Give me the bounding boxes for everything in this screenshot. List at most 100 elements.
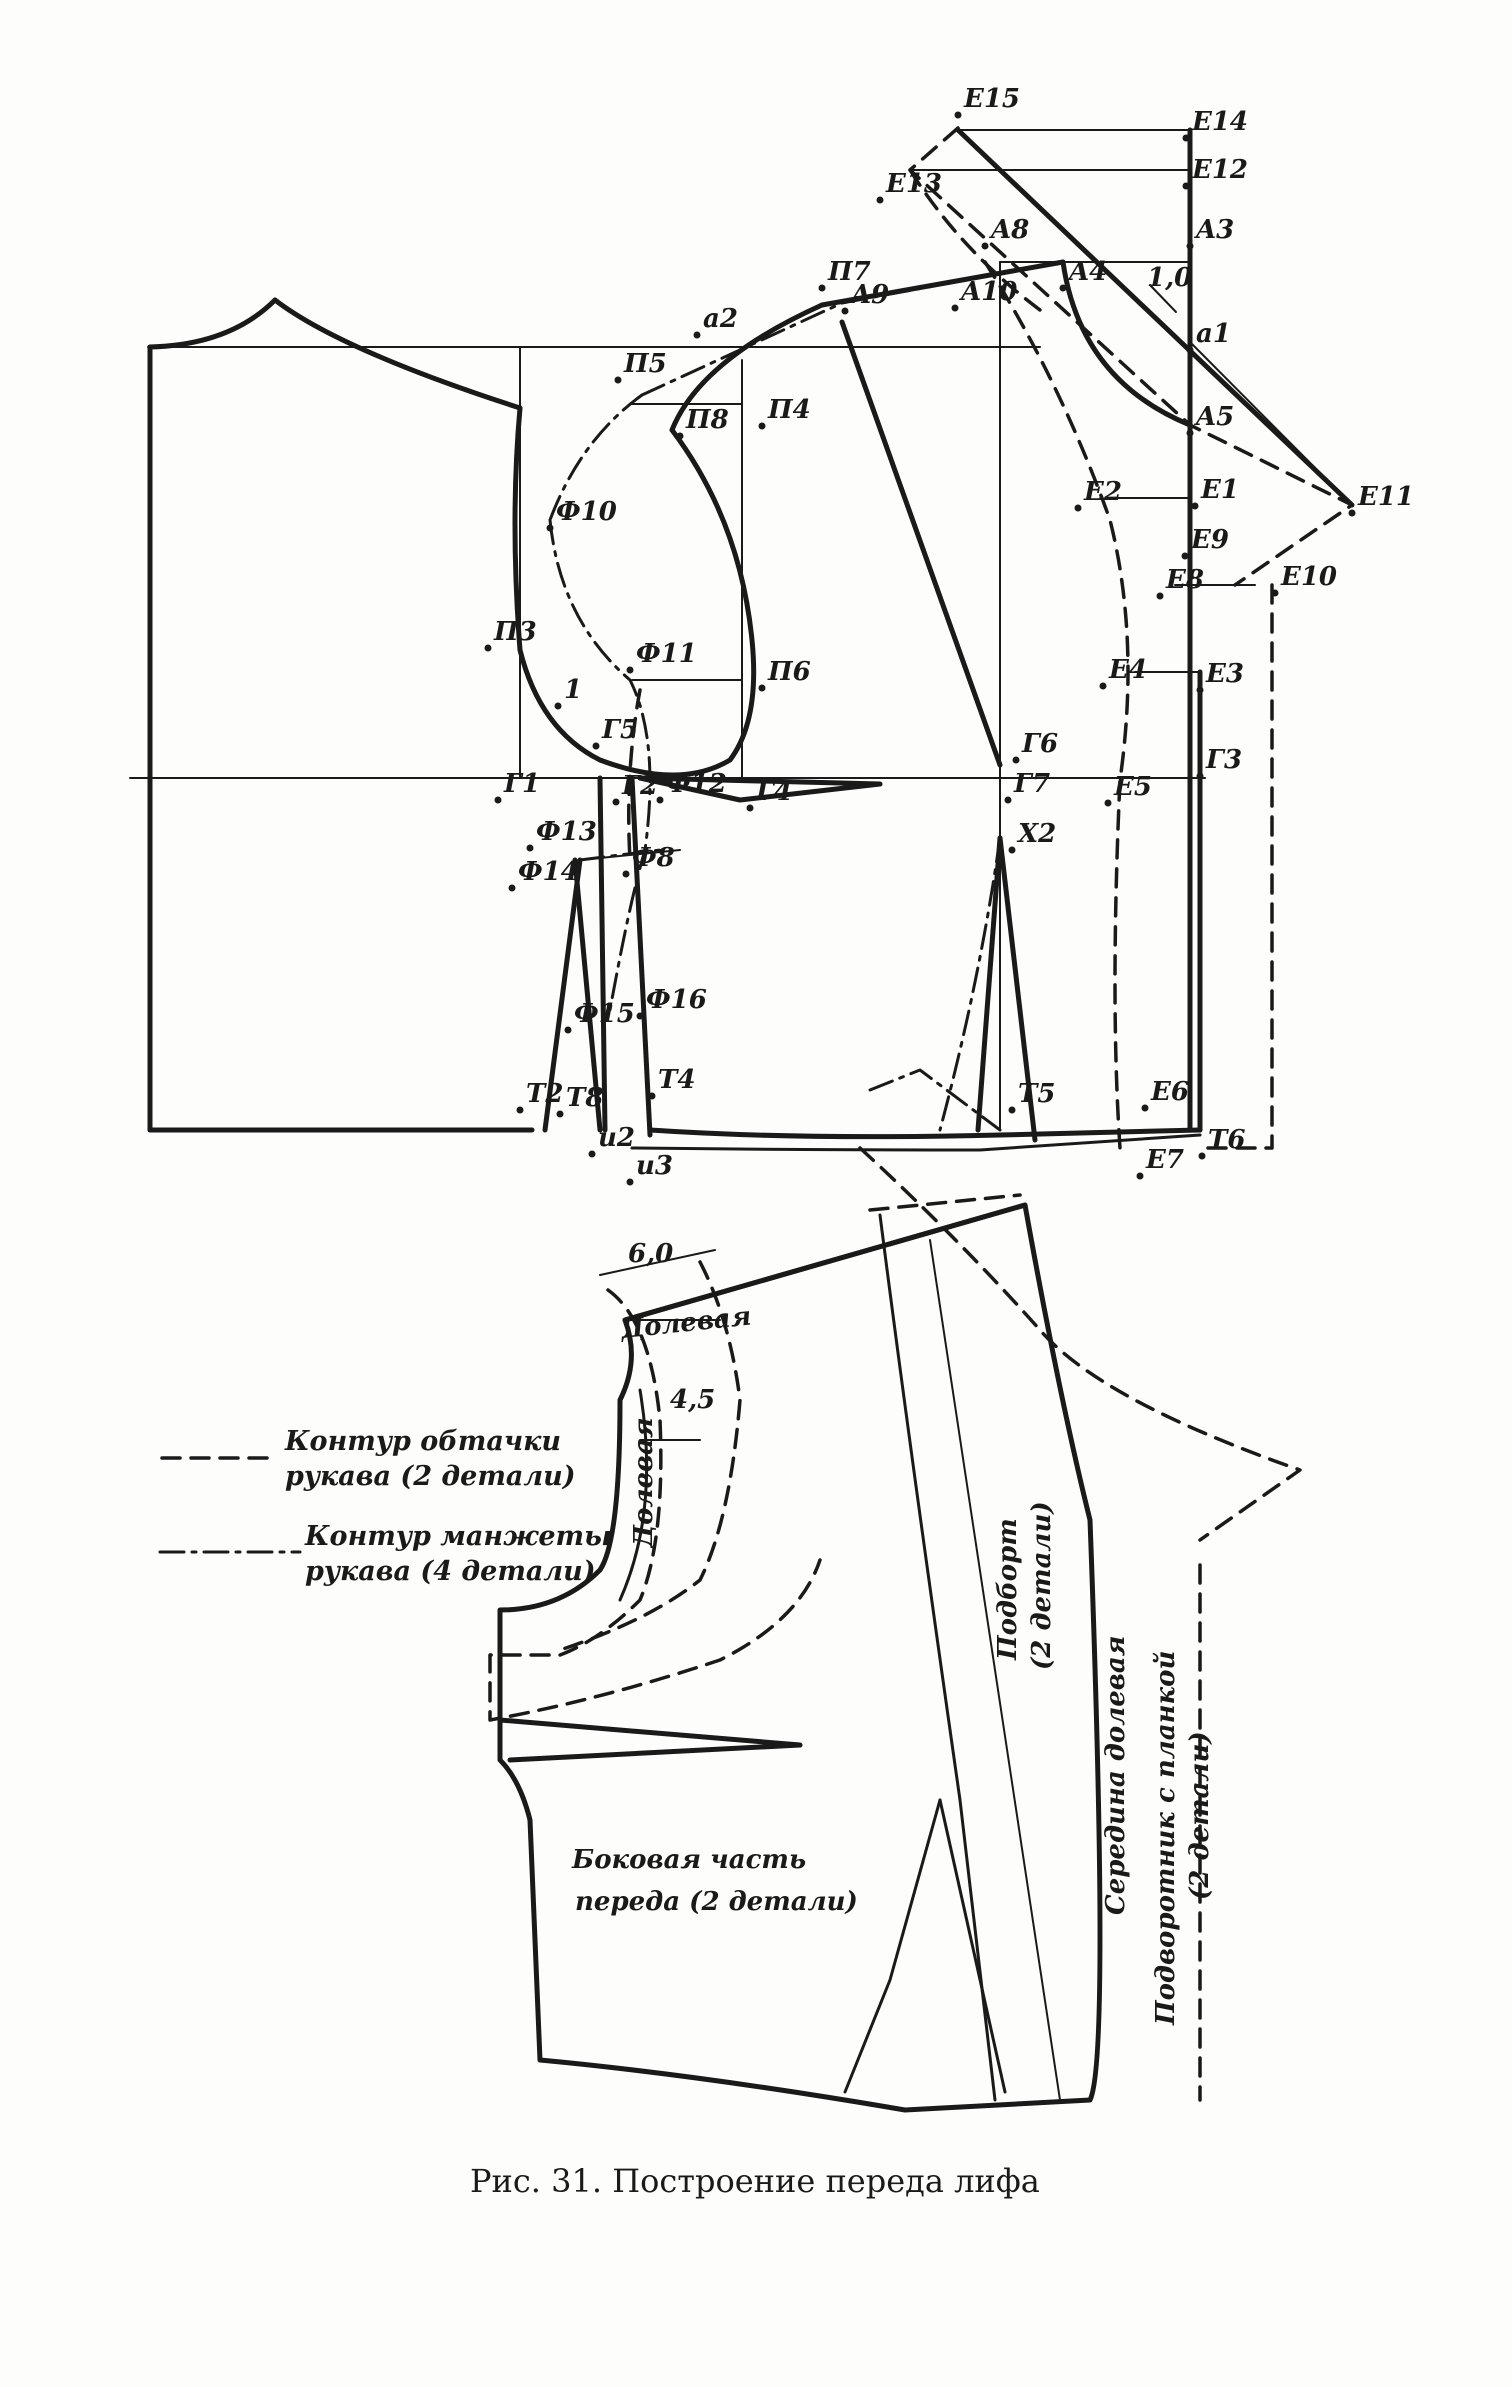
piece-label: Подворотник с планкой	[1151, 1651, 1181, 2026]
point-label: Г4	[755, 777, 792, 807]
construction-point	[554, 702, 562, 710]
lapel-construction	[908, 126, 1355, 1150]
point-label: T4	[658, 1065, 695, 1095]
construction-point	[1141, 1104, 1149, 1112]
construction-point	[746, 804, 754, 812]
point-label: u2	[598, 1123, 635, 1153]
point-label: E15	[963, 84, 1020, 114]
point-label: Г6	[1021, 729, 1058, 759]
construction-point	[693, 331, 701, 339]
point-label: Ф8	[632, 843, 675, 873]
dimension-label: 6,0	[628, 1239, 673, 1269]
construction-point	[622, 870, 630, 878]
point-label: a1	[1196, 319, 1231, 349]
point-label: Ф13	[536, 817, 597, 847]
point-label: A4	[1066, 257, 1107, 287]
legend-cuff-line2: рукава (4 детали)	[305, 1556, 596, 1587]
construction-point	[1182, 134, 1190, 142]
construction-point	[1196, 686, 1204, 694]
piece-label: Подборт	[993, 1518, 1023, 1661]
construction-point	[1008, 846, 1016, 854]
construction-point	[1271, 589, 1279, 597]
construction-point	[556, 1110, 564, 1118]
construction-point	[588, 1150, 596, 1158]
construction-point	[876, 196, 884, 204]
point-label: E13	[885, 169, 942, 199]
construction-point	[1186, 242, 1194, 250]
construction-point	[1059, 284, 1067, 292]
facing-contours	[627, 168, 1302, 1542]
piece-label: (2 детали)	[1027, 1501, 1057, 1670]
construction-point	[758, 422, 766, 430]
construction-point	[981, 242, 989, 250]
construction-point	[1186, 346, 1194, 354]
construction-point	[1104, 799, 1112, 807]
legend-lines	[158, 1456, 302, 1554]
point-label: E3	[1205, 659, 1244, 689]
construction-point	[954, 111, 962, 119]
construction-point	[612, 798, 620, 806]
point-label: A8	[988, 215, 1029, 245]
point-label: a2	[703, 304, 738, 334]
construction-point	[818, 284, 826, 292]
construction-point	[1156, 592, 1164, 600]
construction-point	[1012, 756, 1020, 764]
point-label: E7	[1145, 1145, 1184, 1175]
point-label: Ф15	[574, 999, 635, 1029]
point-label: П8	[685, 405, 729, 435]
point-label: Г5	[601, 715, 638, 745]
cuff-contours	[548, 260, 1065, 1132]
construction-point	[1181, 552, 1189, 560]
point-label: П7	[827, 257, 871, 287]
point-label: E14	[1191, 107, 1248, 137]
dimension-label: 4,5	[670, 1385, 715, 1415]
point-label: Ф11	[636, 639, 697, 669]
construction-point	[508, 884, 516, 892]
point-label: T6	[1208, 1125, 1245, 1155]
point-label: П4	[767, 395, 811, 425]
construction-point	[614, 376, 622, 384]
construction-point	[1004, 796, 1012, 804]
legend-facing-line2: рукава (2 детали)	[285, 1461, 576, 1492]
construction-point	[626, 666, 634, 674]
figure-caption: Рис. 31. Построение переда лифа	[470, 2162, 1040, 2200]
point-label: Г1	[503, 769, 540, 799]
construction-point	[516, 1106, 524, 1114]
construction-point	[1198, 1152, 1206, 1160]
point-label: П6	[767, 657, 811, 687]
construction-point	[526, 844, 534, 852]
construction-point	[626, 1178, 634, 1186]
point-label: E12	[1191, 155, 1248, 185]
point-label: E5	[1113, 772, 1152, 802]
point-label: E1	[1200, 475, 1239, 505]
point-label: E2	[1083, 477, 1122, 507]
point-label: Ф14	[518, 857, 579, 887]
dimension-labels: 1,0 6,0 4,5	[628, 263, 1192, 1415]
piece-label: Долевая	[618, 1301, 753, 1345]
piece-label: Долевая	[629, 1417, 659, 1550]
point-label: T8	[566, 1083, 603, 1113]
construction-point	[656, 796, 664, 804]
construction-point	[676, 432, 684, 440]
point-label: E10	[1280, 562, 1337, 592]
construction-point	[592, 742, 600, 750]
legend: Контур обтачки рукава (2 детали) Контур …	[284, 1426, 612, 1587]
construction-point	[1008, 1106, 1016, 1114]
point-label: X2	[1016, 819, 1056, 849]
construction-point	[1074, 504, 1082, 512]
point-label: П3	[493, 617, 537, 647]
dimension-label: 1,0	[1147, 263, 1192, 293]
construction-point	[1191, 502, 1199, 510]
construction-point	[494, 796, 502, 804]
construction-point	[1182, 182, 1190, 190]
piece-label: (2 детали)	[1185, 1731, 1215, 1900]
construction-point	[841, 307, 849, 315]
point-label: E8	[1165, 565, 1204, 595]
construction-point	[546, 524, 554, 532]
point-label: Г2	[621, 771, 658, 801]
construction-point	[1136, 1172, 1144, 1180]
